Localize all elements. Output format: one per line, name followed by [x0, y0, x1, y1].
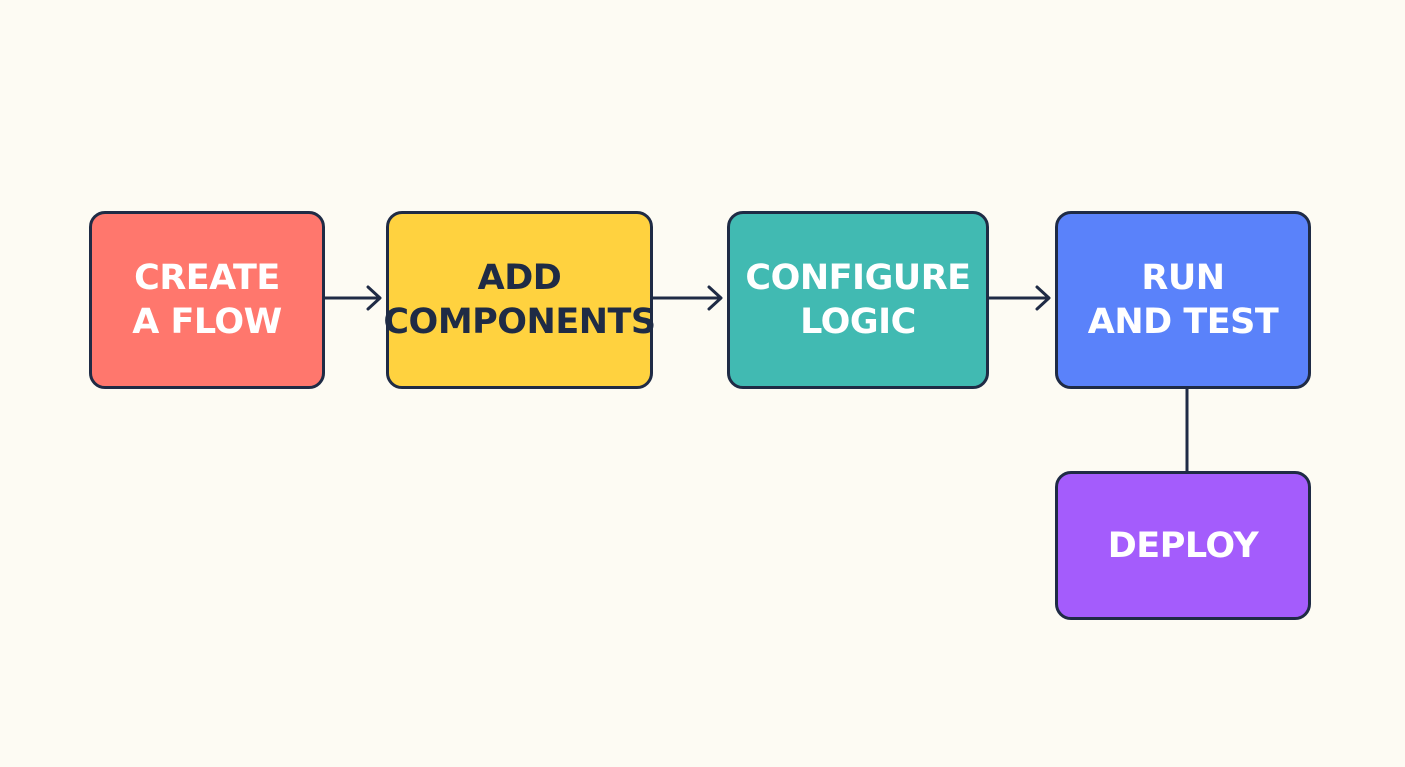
arrow-add-to-config: [651, 285, 723, 311]
step-add-components: ADD COMPONENTS: [383, 211, 656, 389]
step-run-and-test: RUN AND TEST: [1055, 211, 1311, 389]
step-label: ADD COMPONENTS: [383, 258, 656, 342]
step-configure-logic: CONFIGURE LOGIC: [727, 211, 989, 389]
step-create-a-flow: CREATE A FLOW: [89, 211, 325, 389]
step-label: RUN AND TEST: [1087, 258, 1279, 342]
step-deploy: DEPLOY: [1055, 471, 1311, 620]
step-label: DEPLOY: [1107, 525, 1259, 566]
arrow-config-to-run: [987, 285, 1051, 311]
step-label: CONFIGURE LOGIC: [745, 258, 971, 342]
arrow-create-to-add: [323, 285, 382, 311]
step-label: CREATE A FLOW: [132, 258, 282, 342]
